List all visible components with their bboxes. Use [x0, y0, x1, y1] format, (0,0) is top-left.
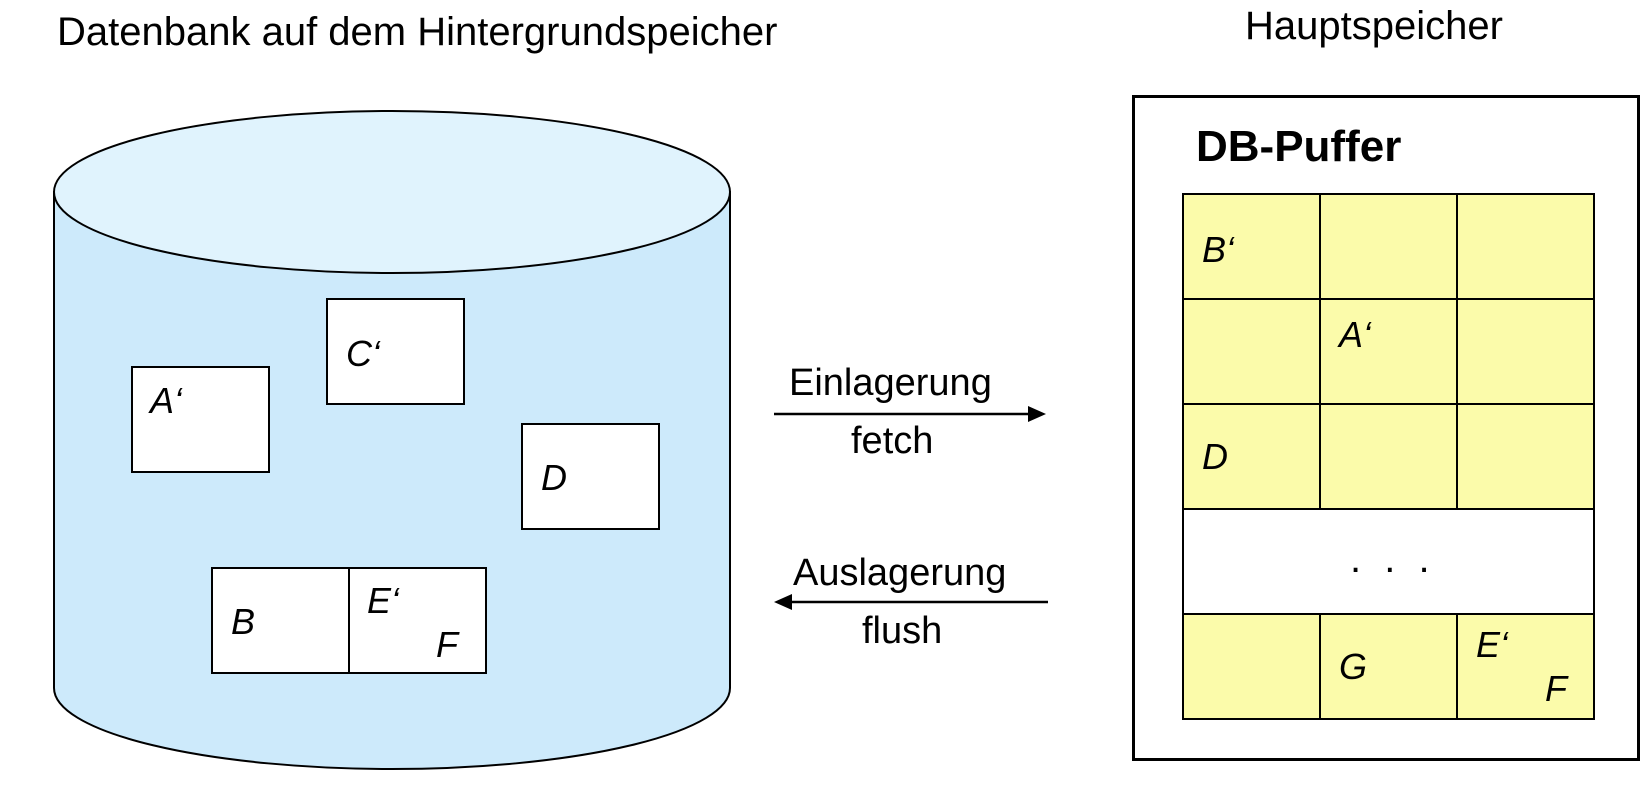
main-memory-title: Hauptspeicher	[1245, 4, 1503, 48]
cylinder-top	[53, 110, 731, 274]
flush-sublabel: flush	[862, 610, 943, 652]
buffer-label-f: F	[1545, 668, 1567, 709]
db-page-c	[326, 298, 465, 405]
flush-label: Auslagerung	[793, 552, 1007, 594]
db-page-c-label: C‘	[346, 333, 380, 374]
buffer-label-g: G	[1339, 646, 1368, 687]
db-page-b-label: B	[231, 601, 256, 642]
fetch-label: Einlagerung	[789, 362, 992, 404]
buffer-title: DB-Puffer	[1196, 122, 1402, 171]
database-title: Datenbank auf dem Hintergrundspeicher	[57, 10, 778, 54]
buffer-cell-r3c2	[1319, 403, 1458, 510]
buffer-cell-r5c1	[1182, 613, 1321, 720]
flush-arrowhead	[774, 594, 792, 610]
buffer-label-d: D	[1202, 436, 1228, 477]
db-page-b	[211, 567, 350, 674]
db-page-d	[521, 423, 660, 530]
buffer-cell-r2c1	[1182, 298, 1321, 405]
buffer-cell-r2c3	[1456, 298, 1595, 405]
buffer-cell-r1c2	[1319, 193, 1458, 300]
db-page-a	[131, 366, 270, 473]
buffer-cell-r5c2	[1319, 613, 1458, 720]
db-page-e-label: E‘	[367, 580, 400, 621]
db-page-d-label: D	[541, 457, 567, 498]
buffer-cell-r1c1	[1182, 193, 1321, 300]
db-page-f-label: F	[436, 624, 458, 665]
buffer-cell-r3c1	[1182, 403, 1321, 510]
buffer-row-ellipsis	[1182, 508, 1595, 615]
db-page-ef	[348, 567, 487, 674]
fetch-arrowhead	[1028, 406, 1046, 422]
db-page-a-label: A‘	[150, 380, 183, 421]
buffer-label-a: A‘	[1339, 314, 1372, 355]
buffer-label-b: B‘	[1202, 229, 1235, 270]
fetch-sublabel: fetch	[851, 420, 934, 462]
buffer-cell-r1c3	[1456, 193, 1595, 300]
buffer-ellipsis: . . .	[1350, 537, 1436, 581]
buffer-label-e: E‘	[1476, 624, 1509, 665]
buffer-cell-r5c3	[1456, 613, 1595, 720]
buffer-cell-r3c3	[1456, 403, 1595, 510]
